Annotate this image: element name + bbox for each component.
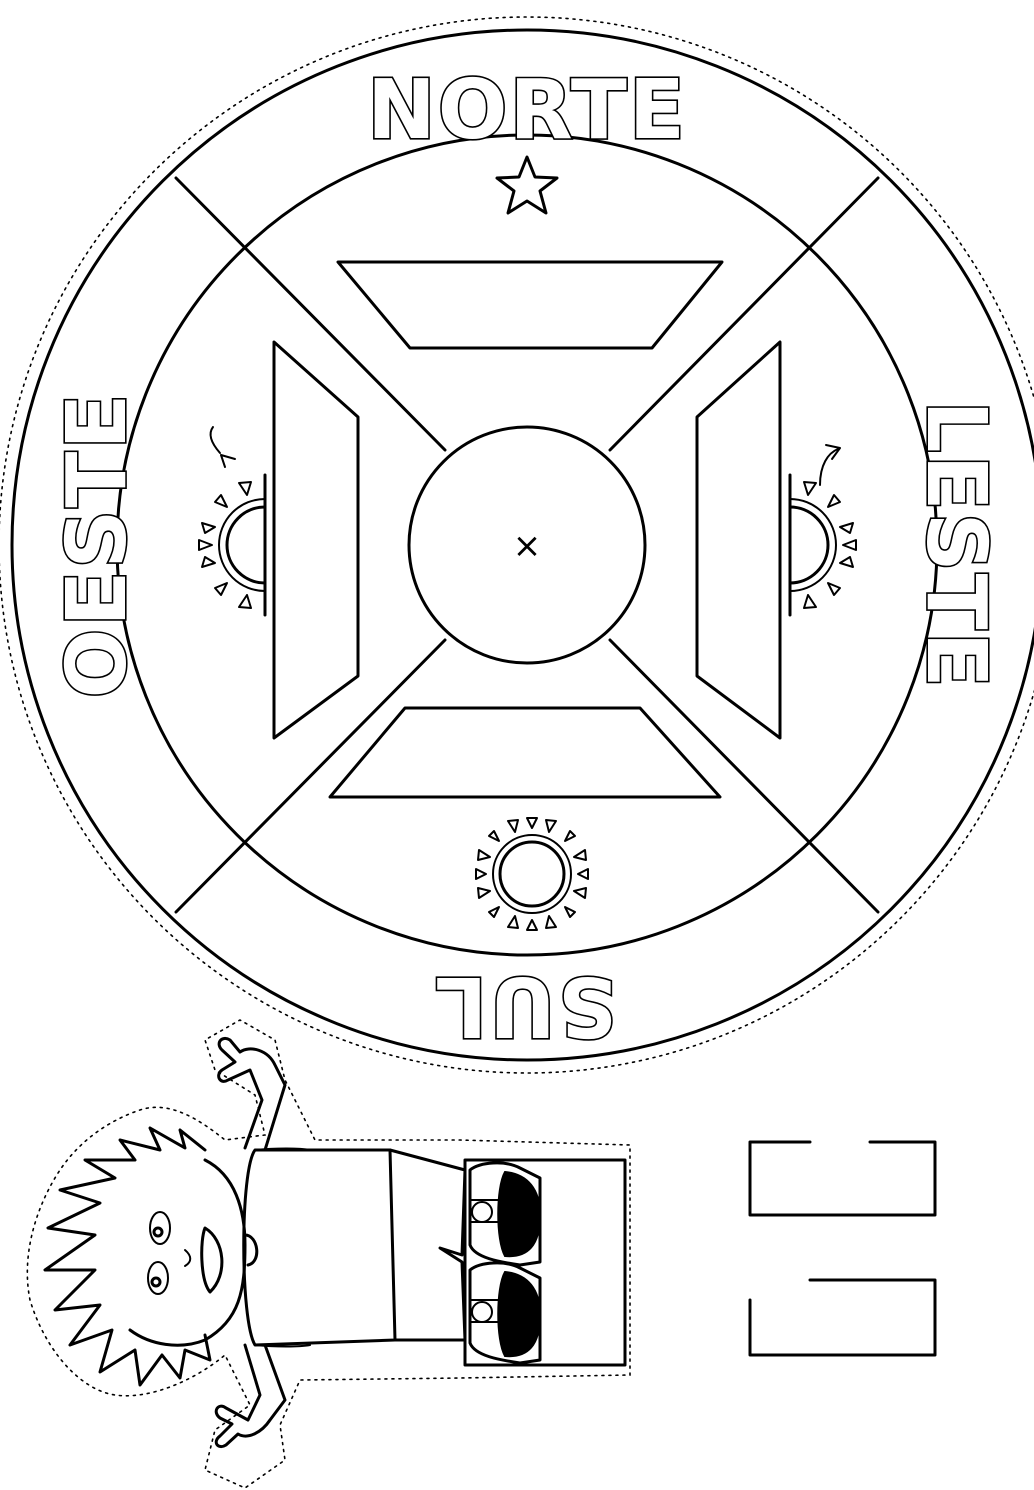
label-north: NORTE	[367, 63, 687, 158]
compass-dial: × NORTE SUL LESTE OESTE	[0, 17, 1034, 1073]
rising-sun-icon	[790, 445, 856, 615]
shorts	[390, 1150, 465, 1340]
stand-tab-top	[750, 1142, 935, 1215]
setting-sun-icon	[199, 427, 265, 615]
star-icon	[497, 157, 557, 213]
arm-down	[216, 1345, 285, 1447]
slot-north	[338, 262, 722, 348]
arm-up	[219, 1038, 285, 1150]
sun-icon	[476, 818, 588, 930]
center-mark: ×	[513, 526, 542, 566]
slot-east	[697, 342, 780, 738]
mouth	[202, 1228, 222, 1292]
shirt	[244, 1150, 395, 1345]
boy-figure	[27, 1020, 630, 1488]
slot-south	[330, 708, 720, 797]
hair	[45, 1128, 210, 1385]
label-west: OESTE	[50, 392, 145, 699]
stand-tab-bottom	[750, 1280, 935, 1355]
label-south: SUL	[433, 958, 617, 1053]
sneaker-left	[470, 1163, 540, 1265]
slot-west	[274, 342, 358, 738]
label-east: LESTE	[908, 400, 1003, 689]
sneaker-right	[470, 1263, 540, 1363]
